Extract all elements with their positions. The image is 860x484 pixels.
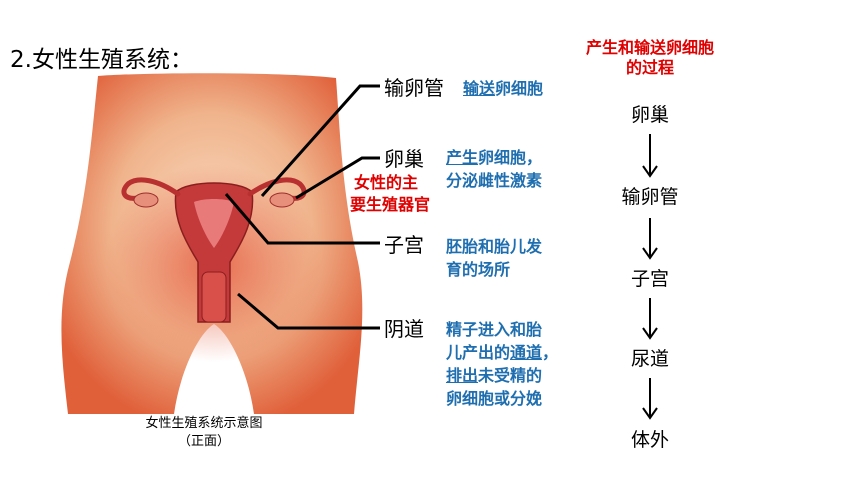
vagina-func-3-underlined: 排出 [446, 366, 479, 385]
label-vagina: 阴道 [384, 317, 424, 341]
right-ovary [269, 192, 295, 208]
ovary-main-line-2: 要生殖器官 [350, 195, 431, 214]
flow-title-line-2: 的过程 [625, 58, 674, 77]
caption-line-2: （正面） [177, 434, 230, 449]
page-title: 2.女性生殖系统： [10, 47, 193, 73]
ovary-function: 产生卵细胞， 分泌雌性激素 [446, 146, 542, 192]
uterus-func-line-2: 育的场所 [446, 260, 511, 279]
uterus-function: 胚胎和胎儿发 育的场所 [446, 235, 542, 281]
flow-title-line-1: 产生和输送卵细胞 [585, 38, 714, 57]
illustration-caption: 女性生殖系统示意图 （正面） [130, 415, 278, 451]
vagina-function: 精子进入和胎 儿产出的通道， 排出未受精的 卵细胞或分娩 [446, 318, 558, 410]
vagina-func-line-4: 卵细胞或分娩 [446, 389, 543, 408]
oviduct-func-rest: 卵细胞 [495, 79, 544, 98]
flow-title: 产生和输送卵细胞 的过程 [555, 38, 745, 78]
flow-arrow-1 [642, 134, 658, 178]
flow-step-outside: 体外 [630, 429, 669, 451]
oviduct-func-underlined: 输送 [463, 79, 496, 98]
flow-arrow-2 [642, 218, 658, 260]
vagina-shape [201, 271, 227, 323]
ovary-main-organ-note: 女性的主 要生殖器官 [350, 172, 430, 216]
flow-arrow-3 [642, 298, 658, 340]
label-ovary: 卵巢 [384, 147, 424, 171]
flow-step-ovary: 卵巢 [630, 104, 669, 126]
vagina-func-2b: ， [542, 343, 559, 362]
ovary-func-rest: 卵细胞， [478, 148, 543, 167]
flow-arrow-4 [642, 378, 658, 420]
flow-step-oviduct: 输卵管 [621, 186, 679, 208]
label-oviduct: 输卵管 [384, 76, 444, 100]
vagina-func-2a: 儿产出的 [446, 343, 511, 362]
left-oviduct [121, 177, 181, 201]
vagina-func-3-rest: 未受精的 [478, 366, 543, 385]
vagina-func-2-underlined: 通道 [510, 343, 543, 362]
vagina-func-line-1: 精子进入和胎 [446, 320, 543, 339]
oviduct-function: 输送卵细胞 [463, 77, 543, 100]
uterus-func-line-1: 胚胎和胎儿发 [446, 237, 543, 256]
ovary-func-line-2: 分泌雌性激素 [446, 171, 543, 190]
flow-arrows [642, 134, 658, 420]
flow-step-urethra: 尿道 [630, 348, 669, 370]
vagina-func-line-3: 排出未受精的 [446, 364, 558, 387]
caption-line-1: 女性生殖系统示意图 [145, 416, 263, 431]
reproductive-system-illustration [61, 73, 363, 414]
ovary-func-underlined: 产生 [446, 148, 479, 167]
ovary-func-line-1: 产生卵细胞， [446, 146, 542, 169]
flow-step-uterus: 子宫 [630, 268, 669, 290]
ovary-main-line-1: 女性的主 [354, 173, 419, 192]
uterus-inner [194, 199, 234, 248]
vagina-func-line-2: 儿产出的通道， [446, 341, 558, 364]
left-ovary [133, 192, 159, 208]
label-uterus: 子宫 [384, 233, 424, 257]
